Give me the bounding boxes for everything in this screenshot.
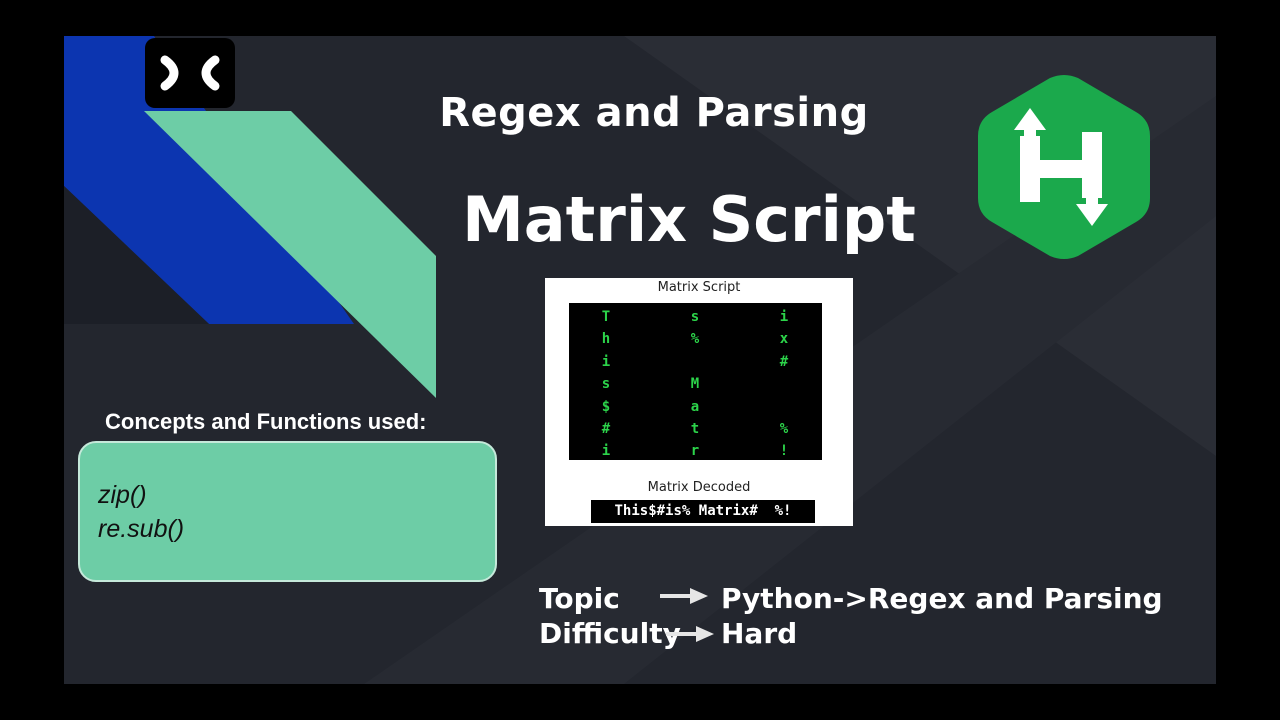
matrix-cell: s [690, 309, 700, 325]
topic-value: Python->Regex and Parsing [721, 582, 1163, 615]
matrix-cell: h [601, 331, 611, 348]
matrix-cell: i [779, 309, 789, 325]
shadow-stripe [64, 186, 209, 324]
arrow-right-icon [666, 626, 714, 642]
difficulty-value: Hard [721, 617, 798, 650]
matrix-cell: # [779, 353, 789, 370]
page-title: Regex and Parsing [439, 90, 869, 136]
green-stripe [144, 111, 436, 398]
decoded-output: This$#is% Matrix# %! [591, 500, 815, 523]
matrix-cell: $ [601, 398, 611, 415]
matrix-cell: r [690, 443, 700, 460]
matrix-cell: x [779, 331, 789, 348]
blue-stripe [64, 36, 354, 324]
matrix-cell: T [601, 309, 611, 325]
matrix-cell: # [601, 421, 611, 438]
topic-label: Topic [539, 582, 620, 615]
matrix-cell: i [601, 443, 611, 460]
dc-logo-icon [145, 38, 235, 108]
difficulty-label: Difficulty [539, 617, 681, 650]
matrix-cell: % [690, 331, 700, 348]
video-title: Matrix Script [462, 183, 916, 256]
matrix-cell: i [601, 353, 611, 370]
function-item: zip() [98, 481, 147, 509]
concepts-heading: Concepts and Functions used: [105, 409, 427, 434]
concepts-box: zip() re.sub() [78, 441, 497, 582]
matrix-cell: % [779, 421, 789, 438]
decoded-title: Matrix Decoded [647, 480, 751, 495]
matrix-cell: a [690, 398, 700, 415]
arrow-right-icon [660, 588, 708, 604]
matrix-cell [764, 396, 804, 418]
hackerrank-logo-icon [972, 74, 1156, 265]
preview-title: Matrix Script [657, 280, 741, 295]
matrix-cell: ! [779, 443, 789, 460]
matrix-cell: M [690, 376, 700, 393]
thumbnail-slide: Regex and Parsing Matrix Script Matrix S… [64, 36, 1216, 684]
matrix-cell [764, 373, 804, 395]
function-item: re.sub() [98, 515, 185, 543]
matrix-cell [675, 351, 715, 373]
matrix-cell: s [601, 376, 611, 393]
matrix-cell: t [690, 421, 700, 438]
